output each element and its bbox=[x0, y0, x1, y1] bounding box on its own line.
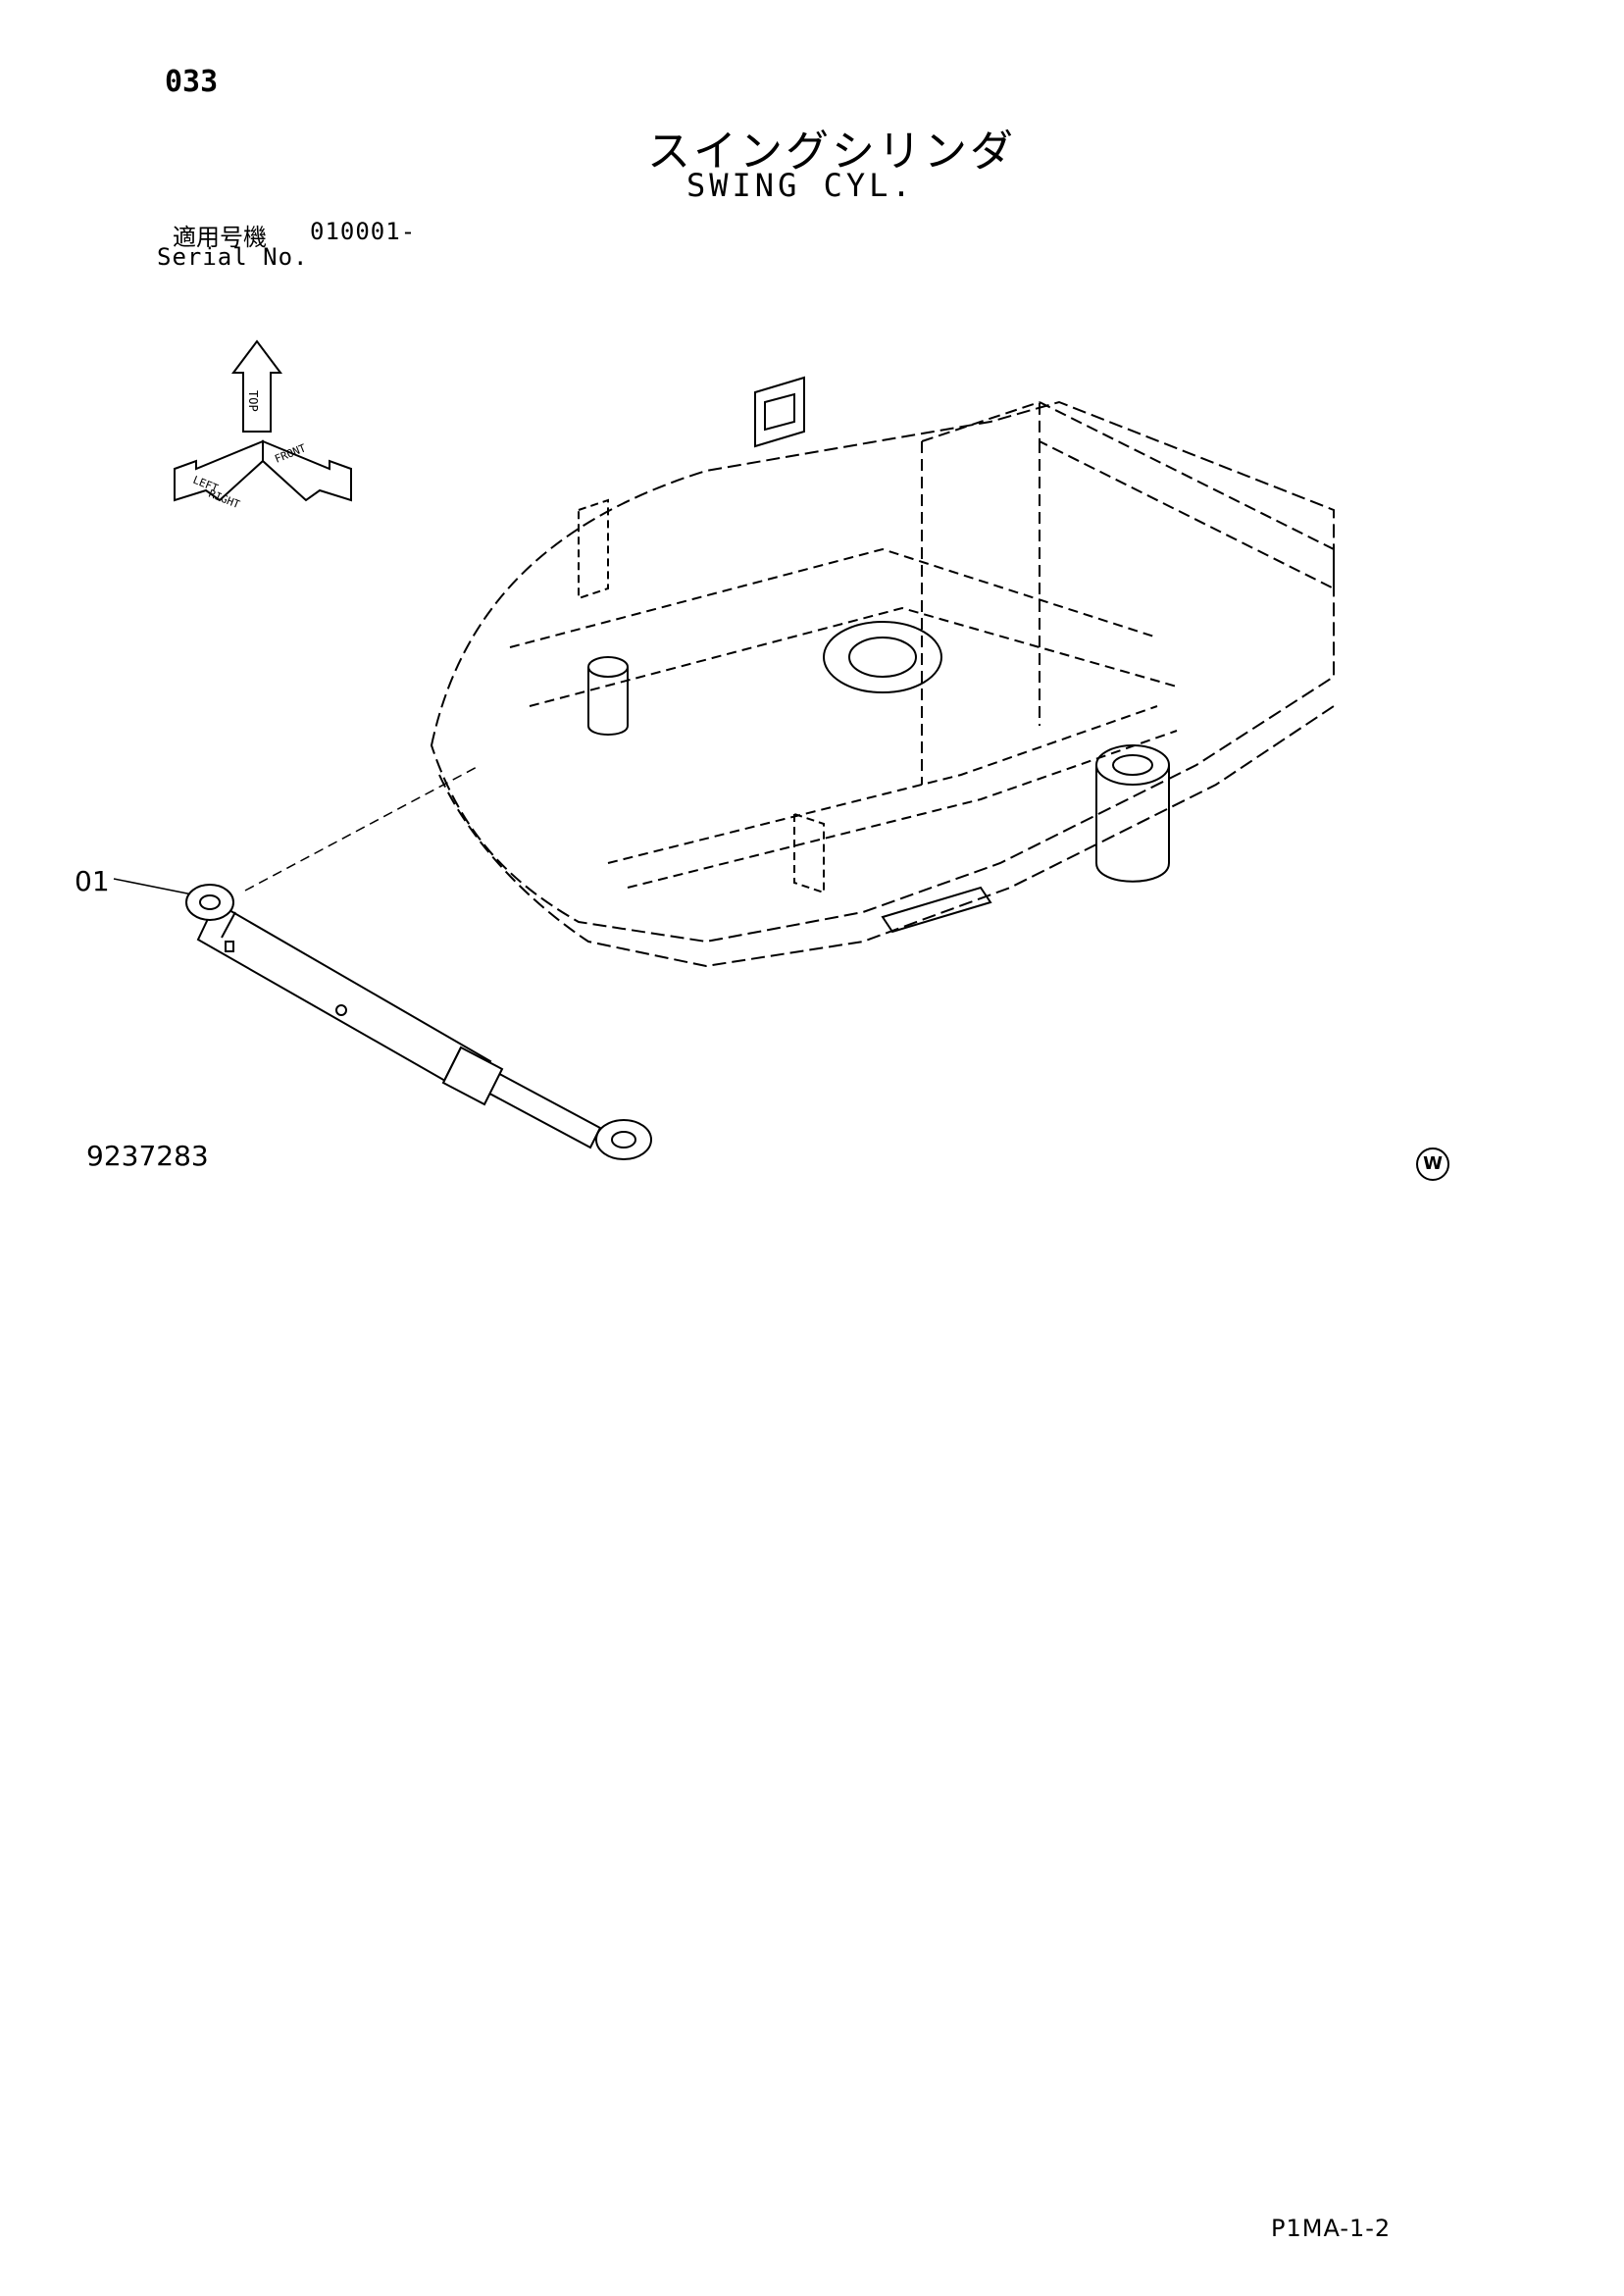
swing-cylinder-drawing bbox=[185, 884, 652, 1160]
callout-01-label: 01 bbox=[75, 865, 110, 897]
serial-value: 010001- bbox=[310, 218, 417, 245]
w-mark-icon: W bbox=[1416, 1148, 1449, 1181]
drawing-number: 9237283 bbox=[86, 1140, 209, 1172]
page-title-en: SWING CYL. bbox=[686, 167, 915, 204]
serial-label-en: Serial No. bbox=[157, 243, 309, 271]
orientation-icon: TOP LEFT RIGHT FRONT bbox=[174, 339, 352, 511]
assembly-leader-lines bbox=[113, 764, 482, 895]
page-title-jp: スイングシリンダ bbox=[647, 127, 1016, 177]
page-number: 033 bbox=[165, 65, 219, 99]
orientation-top-label: TOP bbox=[246, 390, 260, 412]
serial-label-jp: 適用号機 bbox=[173, 224, 267, 251]
upper-frame-drawing bbox=[430, 376, 1335, 968]
page-code: P1MA-1-2 bbox=[1271, 2215, 1392, 2242]
